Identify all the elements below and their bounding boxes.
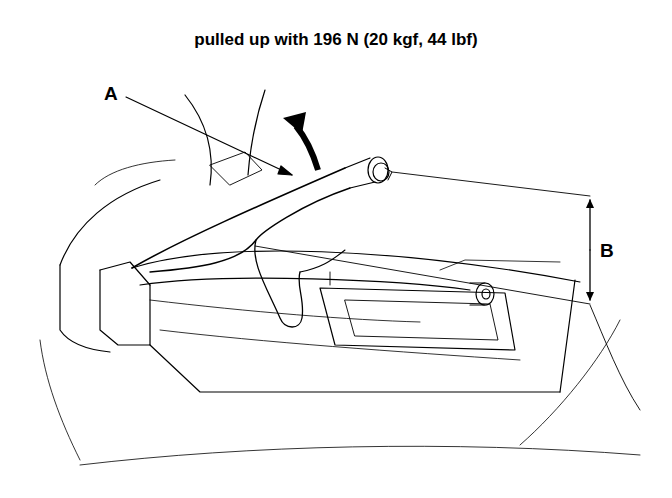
callout-letter: B (600, 240, 614, 262)
title-text: pulled up with 196 N (20 kgf, 44 lbf) (194, 30, 477, 50)
callout-letter: A (104, 83, 118, 105)
